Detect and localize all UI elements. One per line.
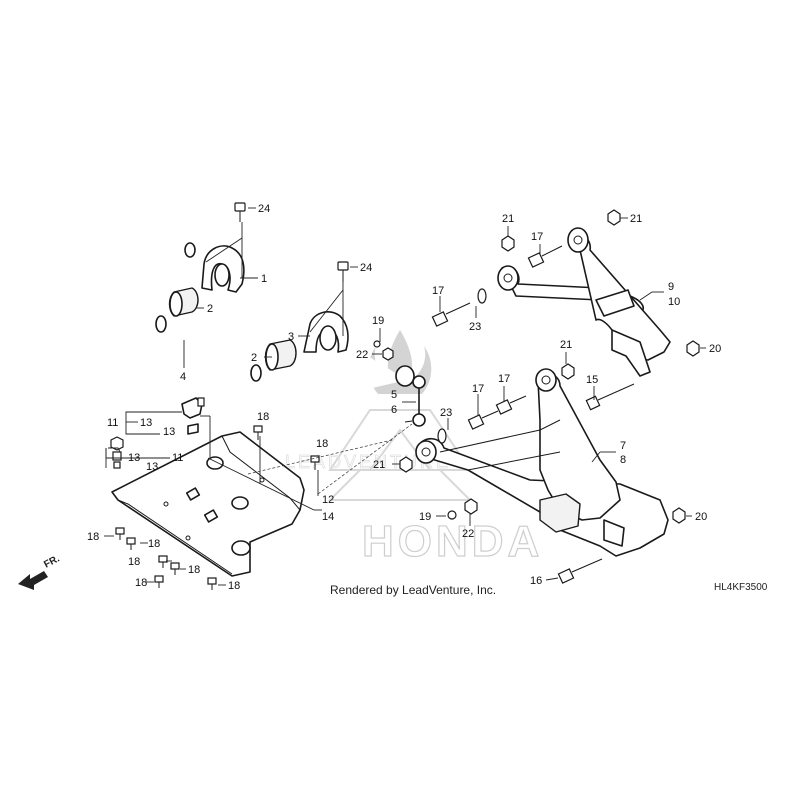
callout-21: 21	[502, 213, 514, 225]
callout-23: 23	[469, 321, 481, 333]
callout-22: 22	[356, 349, 368, 361]
holder-lower	[303, 311, 349, 353]
diagram-code: HL4KF3500	[714, 582, 768, 593]
callout-18: 18	[257, 411, 269, 423]
callout-24: 24	[360, 262, 372, 274]
callout-5: 5	[391, 389, 397, 401]
callout-7: 7	[620, 440, 626, 452]
callout-21: 21	[560, 339, 572, 351]
callout-13: 13	[140, 417, 152, 429]
callout-23: 23	[440, 407, 452, 419]
callout-16: 16	[530, 575, 542, 587]
callout-4: 4	[180, 371, 186, 383]
callout-18: 18	[188, 564, 200, 576]
bushing-lower	[264, 339, 297, 371]
nut-22-upper	[373, 340, 394, 361]
bolt-24-lower	[337, 261, 349, 282]
callout-19: 19	[372, 315, 384, 327]
callout-12: 12	[322, 494, 334, 506]
callout-1: 1	[261, 273, 267, 285]
callout-9: 9	[668, 281, 674, 293]
callout-21: 21	[630, 213, 642, 225]
callout-2: 2	[251, 352, 257, 364]
callout-18: 18	[135, 577, 147, 589]
callout-2: 2	[207, 303, 213, 315]
callout-21: 21	[373, 459, 385, 471]
lower-arm-fasteners	[399, 363, 686, 584]
bolts-18	[115, 425, 320, 590]
callout-13: 13	[146, 461, 158, 473]
front-direction-indicator: FR.	[18, 553, 62, 590]
callout-13: 13	[163, 426, 175, 438]
render-caption: Rendered by LeadVenture, Inc.	[330, 583, 496, 597]
callout-11: 11	[107, 417, 118, 429]
callout-18: 18	[148, 538, 160, 550]
holder-upper	[201, 245, 245, 293]
watermark-brand: HONDA	[362, 517, 543, 566]
callout-17: 17	[432, 285, 444, 297]
skid-plate	[111, 431, 305, 577]
stabilizer-link	[404, 375, 426, 427]
callout-18: 18	[316, 438, 328, 450]
callout-11: 11	[172, 452, 183, 464]
bracket-13-upper	[181, 397, 205, 435]
callout-20: 20	[709, 343, 721, 355]
callout-17: 17	[472, 383, 484, 395]
callout-labels: 24 1 2 24 3 2 4 19 22 5 6 11 13 13 18 18…	[87, 203, 721, 592]
callout-14: 14	[322, 511, 334, 523]
callout-22: 22	[462, 528, 474, 540]
callout-17: 17	[498, 373, 510, 385]
callout-13: 13	[128, 452, 140, 464]
bushing-upper	[168, 287, 199, 317]
bracket-13-lower	[110, 436, 124, 469]
callout-18: 18	[87, 531, 99, 543]
callout-19: 19	[419, 511, 431, 523]
bolt-24-upper	[234, 202, 246, 222]
callout-20: 20	[695, 511, 707, 523]
callout-15: 15	[586, 374, 598, 386]
callout-10: 10	[668, 296, 680, 308]
front-label: FR.	[42, 553, 62, 570]
callout-17: 17	[531, 231, 543, 243]
callout-8: 8	[620, 454, 626, 466]
callout-18: 18	[128, 556, 140, 568]
callout-6: 6	[391, 404, 397, 416]
upper-arm	[497, 227, 671, 377]
lower-arm	[415, 368, 669, 557]
callout-3: 3	[288, 331, 294, 343]
callout-18: 18	[228, 580, 240, 592]
upper-arm-fasteners	[431, 209, 700, 357]
callout-24: 24	[258, 203, 270, 215]
leader-lines	[104, 207, 706, 586]
